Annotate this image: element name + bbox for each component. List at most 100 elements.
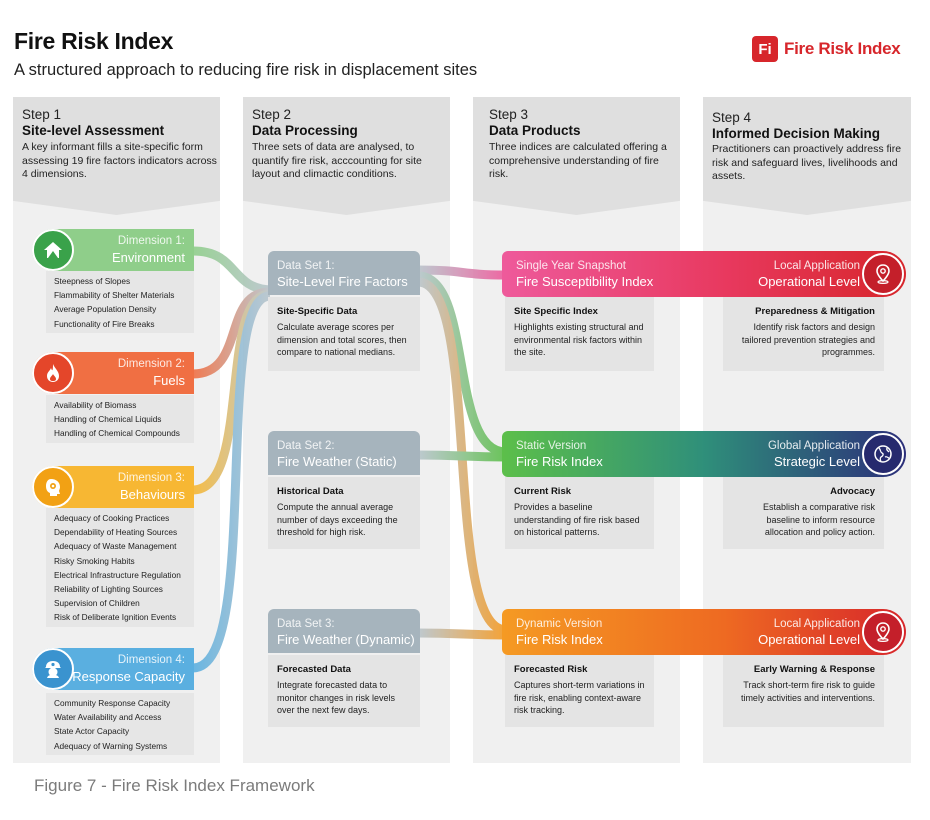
step-header bbox=[703, 97, 911, 215]
product-ribbon-snapshot: Single Year Snapshot Fire Susceptibility… bbox=[502, 251, 906, 297]
factor-item: Adequacy of Cooking Practices bbox=[54, 513, 170, 523]
card-title: Forecasted Data bbox=[277, 664, 351, 675]
card-title: Preparedness & Mitigation bbox=[755, 306, 875, 317]
factor-item: Adequacy of Warning Systems bbox=[54, 740, 168, 751]
action-3-card: Early Warning & Response Track short-ter… bbox=[723, 655, 884, 727]
dataset-2-header: Data Set 2: Fire Weather (Static) bbox=[268, 431, 420, 475]
card-title: Current Risk bbox=[514, 486, 572, 497]
dimension-response-capacity: Dimension 4: Response Capacity bbox=[32, 648, 194, 690]
dataset-name: Fire Weather (Dynamic) bbox=[277, 632, 415, 647]
step-description: Practitioners can proactively address fi… bbox=[712, 143, 902, 182]
flow-response bbox=[192, 291, 272, 673]
dimension-name: Environment bbox=[112, 250, 185, 265]
factor-item: Water Availability and Access bbox=[54, 712, 162, 723]
factor-item: Steepness of Slopes bbox=[54, 276, 131, 286]
step-header bbox=[13, 97, 220, 215]
card-title: Forecasted Risk bbox=[514, 664, 588, 675]
factor-item: Average Population Density bbox=[54, 304, 157, 315]
dimension-factor-list: Availability of Biomass Handling of Chem… bbox=[46, 395, 194, 443]
step-description: A key informant fills a site-specific fo… bbox=[22, 141, 217, 180]
dataset-3-header: Data Set 3: Fire Weather (Dynamic) bbox=[268, 609, 420, 653]
dimension-label: Dimension 2: bbox=[117, 358, 185, 370]
product-3-card: Forecasted Risk Captures short-term vari… bbox=[505, 655, 654, 727]
product-label: Static Version bbox=[516, 440, 587, 452]
head-gear-icon bbox=[32, 466, 74, 508]
globe-icon bbox=[862, 433, 904, 475]
step-number: Step 2 bbox=[252, 107, 292, 122]
factor-item: Availability of Biomass bbox=[54, 400, 137, 410]
dataset-name: Fire Weather (Static) bbox=[277, 454, 397, 469]
factor-item: Electrical Infrastructure Regulation bbox=[54, 569, 181, 580]
card-title: Early Warning & Response bbox=[753, 664, 875, 675]
dataset-3-card: Forecasted Data Integrate forecasted dat… bbox=[268, 655, 420, 727]
card-body: Provides a baseline understanding of fir… bbox=[514, 502, 640, 537]
dataset-label: Data Set 1: bbox=[277, 260, 335, 272]
dataset-name: Site-Level Fire Factors bbox=[277, 274, 408, 289]
factor-item: Risk of Deliberate Ignition Events bbox=[54, 612, 177, 623]
house-icon bbox=[32, 229, 74, 271]
dimension-fuels: Dimension 2: Fuels bbox=[32, 352, 194, 394]
step-title: Data Processing bbox=[252, 123, 358, 138]
action-1-card: Preparedness & Mitigation Identify risk … bbox=[723, 297, 884, 371]
factor-item: State Actor Capacity bbox=[54, 726, 130, 737]
card-title: Site Specific Index bbox=[514, 306, 598, 317]
flow-ds3-dynamic bbox=[417, 628, 507, 640]
flow-ds2-static bbox=[417, 450, 507, 462]
card-title: Historical Data bbox=[277, 486, 344, 497]
dimension-environment: Dimension 1: Environment bbox=[32, 229, 194, 271]
factor-item: Reliability of Lighting Sources bbox=[54, 584, 163, 595]
step-number: Step 3 bbox=[489, 107, 529, 122]
step-number: Step 4 bbox=[712, 110, 752, 125]
dataset-1-header: Data Set 1: Site-Level Fire Factors bbox=[268, 251, 420, 295]
card-body: Calculate average scores per dimension a… bbox=[277, 322, 407, 357]
firefighter-icon bbox=[32, 648, 74, 690]
factor-item: Community Response Capacity bbox=[54, 698, 171, 708]
dataset-label: Data Set 3: bbox=[277, 618, 335, 630]
factor-item: Dependability of Heating Sources bbox=[54, 527, 178, 538]
card-body: Track short-term fire risk to guide time… bbox=[740, 680, 875, 703]
figure-caption: Figure 7 - Fire Risk Index Framework bbox=[34, 776, 315, 795]
card-title: Site-Specific Data bbox=[277, 306, 358, 317]
location-pin-icon bbox=[862, 611, 904, 653]
step-header bbox=[243, 97, 450, 215]
dataset-label: Data Set 2: bbox=[277, 440, 335, 452]
dimension-factor-list: Community Response Capacity Water Availa… bbox=[46, 693, 194, 755]
card-body: Establish a comparative risk baseline to… bbox=[762, 502, 875, 537]
page-subtitle: A structured approach to reducing fire r… bbox=[14, 61, 478, 79]
step-header bbox=[473, 97, 680, 215]
factor-item: Supervision of Children bbox=[54, 598, 140, 609]
factor-item: Risky Smoking Habits bbox=[54, 555, 135, 566]
factor-item: Flammability of Shelter Materials bbox=[54, 290, 175, 301]
flow-ds1-snapshot bbox=[417, 265, 507, 280]
product-name: Fire Susceptibility Index bbox=[516, 274, 654, 289]
dimension-behaviours: Dimension 3: Behaviours bbox=[32, 466, 194, 508]
dataset-1-card: Site-Specific Data Calculate average sco… bbox=[268, 297, 420, 371]
application-level: Strategic Level bbox=[774, 454, 860, 469]
step-title: Site-level Assessment bbox=[22, 123, 165, 138]
product-name: Fire Risk Index bbox=[516, 632, 603, 647]
flow-behaviours bbox=[192, 289, 271, 495]
factor-item: Functionality of Fire Breaks bbox=[54, 318, 155, 329]
dimension-name: Fuels bbox=[153, 373, 185, 388]
flow-environment bbox=[192, 246, 271, 295]
dimension-label: Dimension 1: bbox=[117, 235, 185, 247]
card-body: Integrate forecasted data to monitor cha… bbox=[277, 680, 396, 715]
dimension-name: Response Capacity bbox=[72, 669, 185, 684]
application-level: Operational Level bbox=[758, 632, 860, 647]
step-column-3: Step 3 Data Products Three indices are c… bbox=[473, 97, 680, 763]
application-level: Operational Level bbox=[758, 274, 860, 289]
factor-item: Handling of Chemical Liquids bbox=[54, 414, 162, 425]
card-title: Advocacy bbox=[830, 486, 875, 497]
location-pin-icon bbox=[862, 253, 904, 295]
product-2-card: Current Risk Provides a baseline underst… bbox=[505, 477, 654, 549]
product-ribbon-dynamic: Dynamic Version Fire Risk Index Local Ap… bbox=[502, 609, 906, 655]
step-title: Data Products bbox=[489, 123, 581, 138]
flame-icon bbox=[32, 352, 74, 394]
dataset-2-card: Historical Data Compute the annual avera… bbox=[268, 477, 420, 549]
product-1-card: Site Specific Index Highlights existing … bbox=[505, 297, 654, 371]
flow-ds1-static bbox=[417, 271, 507, 457]
dimension-name: Behaviours bbox=[119, 487, 185, 502]
card-body: Highlights existing structural and envir… bbox=[514, 322, 644, 357]
card-body: Captures short-term variations in fire r… bbox=[514, 680, 645, 715]
